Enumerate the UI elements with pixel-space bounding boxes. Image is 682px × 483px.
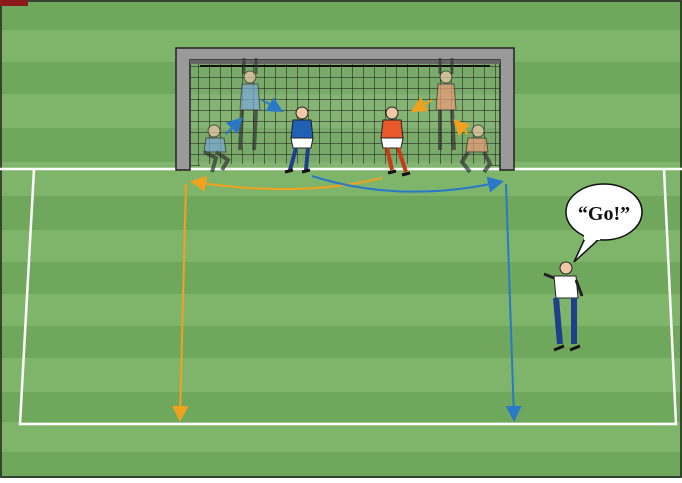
speech-bubble-text: “Go!” bbox=[578, 203, 630, 225]
goal bbox=[176, 48, 514, 170]
corner-marker bbox=[0, 0, 28, 6]
